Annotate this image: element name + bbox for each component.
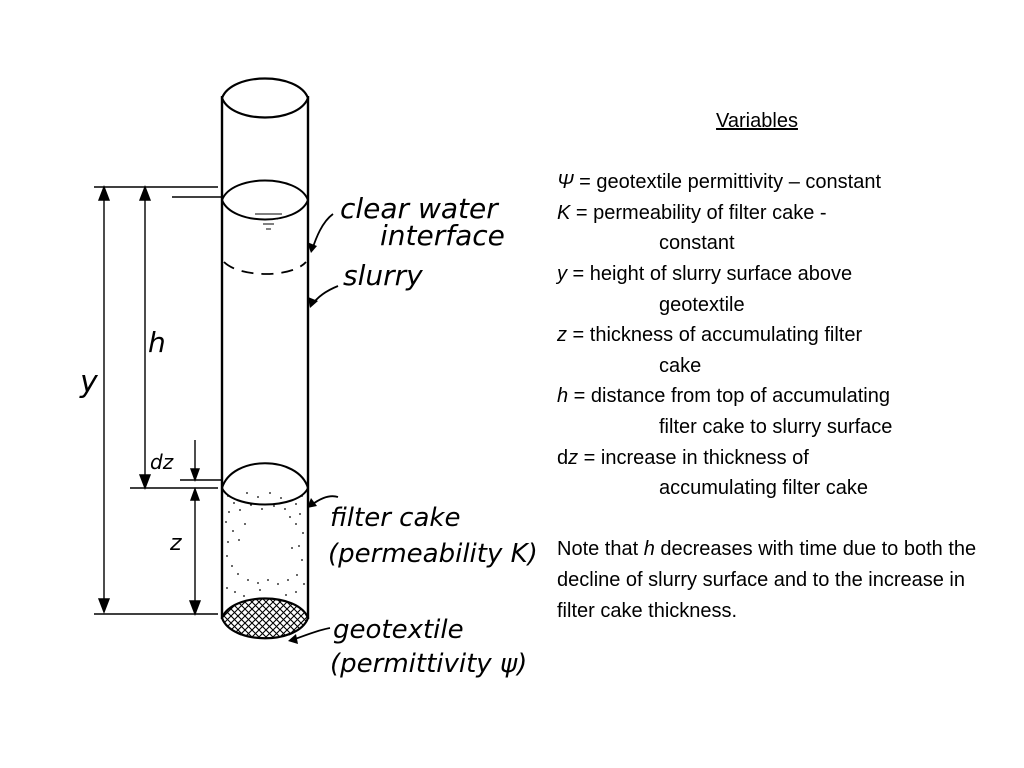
variable-symbol: K <box>557 201 571 224</box>
note-paragraph: Note that h decreases with time due to b… <box>557 534 997 626</box>
variable-symbol: dz <box>557 446 579 469</box>
variable-definition-continued: geotextile <box>659 293 745 316</box>
column-diagram: clear water interface slurry filter cake… <box>79 77 538 679</box>
variable-symbol: Ψ <box>557 171 574 194</box>
variable-definition-continued: constant <box>659 232 735 255</box>
label-dim-h: h <box>148 326 166 359</box>
variable-z: z = thickness of accumulating filter <box>557 320 997 351</box>
slurry-level-line <box>223 261 307 275</box>
label-clear-water-line2: interface <box>380 219 505 252</box>
label-filter-cake-line1: filter cake <box>330 503 460 533</box>
arrowhead-geotextile <box>288 634 298 644</box>
label-geotextile-line1: geotextile <box>333 615 464 645</box>
arrowhead-clear-water <box>307 242 317 253</box>
variable-definition-continued: accumulating filter cake <box>659 477 868 500</box>
variable-definition: = geotextile permittivity – constant <box>573 171 881 194</box>
variable-k: K = permeability of filter cake - <box>557 198 997 229</box>
variable-y: y = height of slurry surface above <box>557 259 997 290</box>
label-clear-water-line1: clear water <box>340 192 499 225</box>
variable-definition: = height of slurry surface above <box>567 262 853 285</box>
variables-heading: Variables <box>716 110 798 132</box>
arrowhead-slurry <box>308 297 318 308</box>
variable-symbol: y <box>557 262 567 285</box>
filter-cake-stipple <box>225 492 305 597</box>
column-top-opening <box>220 77 310 119</box>
note-text-end: decreases with time due to both the decl… <box>557 538 977 622</box>
variable-definition: = permeability of filter cake - <box>570 201 827 224</box>
label-slurry: slurry <box>343 259 423 292</box>
variable-definition: = distance from top of accumulating <box>568 385 890 408</box>
label-dim-z: z <box>169 531 182 556</box>
variable-symbol: z <box>557 324 567 347</box>
variable-dz: dz = increase in thickness of <box>557 443 997 474</box>
arrowhead-filter-cake <box>307 498 317 508</box>
label-dim-dz: dz <box>150 450 174 474</box>
note-text-start: Note that <box>557 538 644 561</box>
variable-definition-continued: filter cake to slurry surface <box>659 415 893 438</box>
label-filter-cake-line2: (permeability K) <box>328 539 538 569</box>
variable-definition: = increase in thickness of <box>578 446 809 469</box>
label-geotextile-line2: (permittivity ψ) <box>330 649 527 679</box>
variable-psi: Ψ = geotextile permittivity – constant <box>557 167 997 198</box>
variable-definition-continued: cake <box>659 354 702 377</box>
variable-symbol: h <box>557 385 569 408</box>
variables-panel: Variables Ψ = geotextile permittivity – … <box>557 106 997 626</box>
clear-water-interface <box>220 179 310 230</box>
variable-h: h = distance from top of accumulating <box>557 381 997 412</box>
label-dim-y: y <box>79 365 99 400</box>
variable-definition: = thickness of accumulating filter <box>567 324 863 347</box>
note-symbol: h <box>643 538 655 561</box>
column-tube <box>220 96 310 619</box>
geotextile-disc <box>220 597 310 640</box>
leader-arrows <box>291 213 339 641</box>
variable-symbol-italic: z <box>568 446 579 469</box>
dimension-lines <box>94 185 222 616</box>
filter-cake-top <box>220 462 310 506</box>
